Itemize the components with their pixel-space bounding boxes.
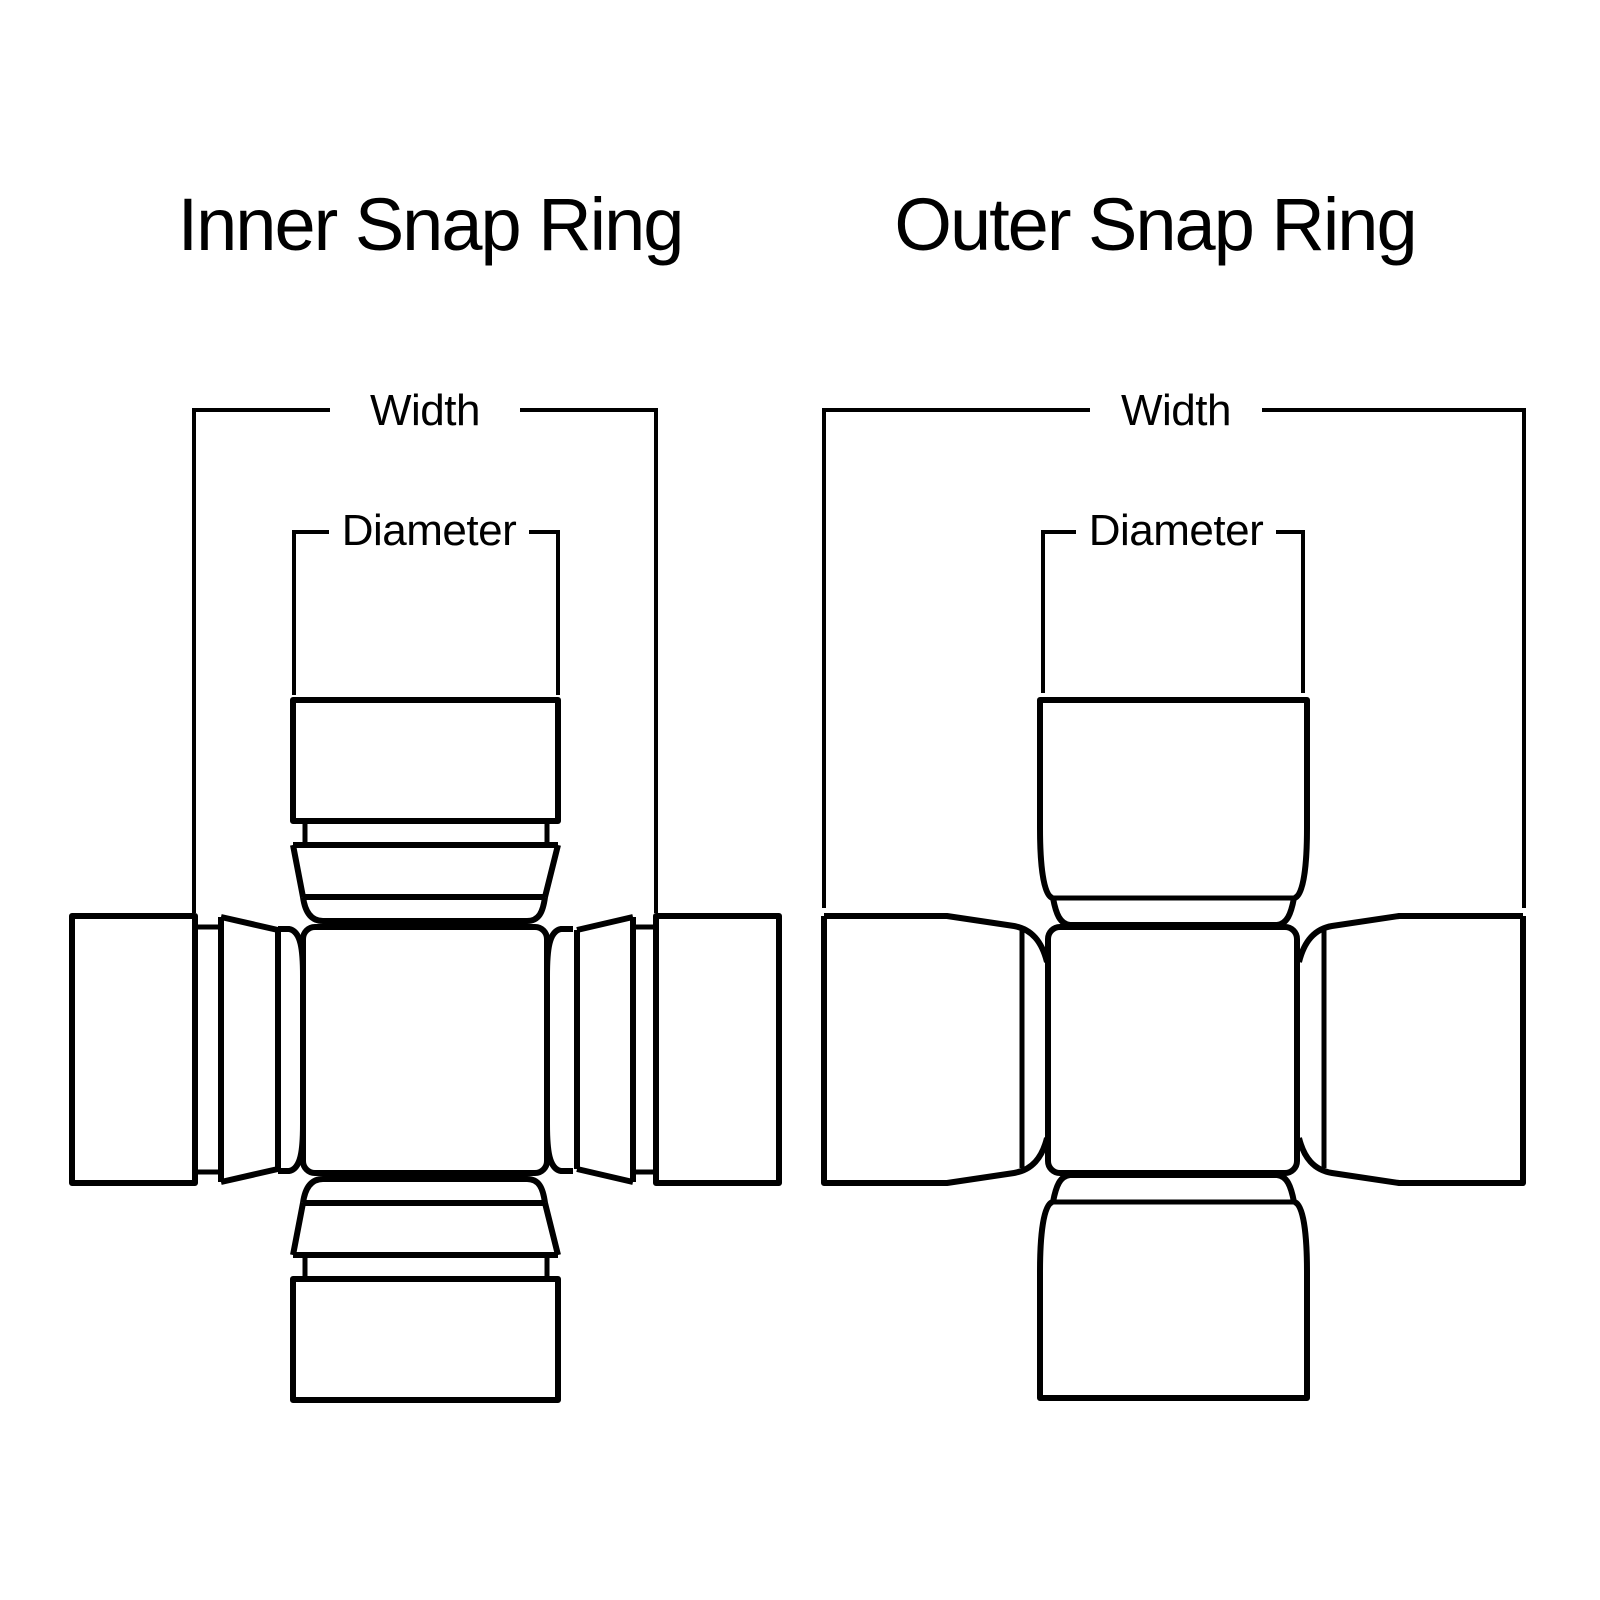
outer-cross-body xyxy=(1045,924,1300,1176)
outer-width-label: Width xyxy=(1121,386,1231,435)
inner-right-bearing-cap xyxy=(574,913,782,1186)
outer-diagram-title: Outer Snap Ring xyxy=(894,183,1415,266)
outer-left-bearing-cap xyxy=(821,913,1050,1186)
outer-bottom-cap-cup xyxy=(1050,1172,1297,1203)
outer-right-cap-top-edge xyxy=(1296,913,1523,963)
inner-bottom-cap-taper xyxy=(290,1200,561,1258)
outer-bottom-cap-body xyxy=(1037,1199,1310,1401)
outer-bottom-bearing-cap xyxy=(1037,1172,1310,1401)
inner-width-dimension-line-left xyxy=(192,408,330,913)
inner-left-cap-body xyxy=(69,913,198,1186)
inner-cross-body xyxy=(300,924,550,1176)
inner-diagram-title: Inner Snap Ring xyxy=(178,183,683,266)
inner-top-bearing-cap xyxy=(290,697,561,924)
inner-right-cap-body xyxy=(653,913,782,1186)
inner-width-label: Width xyxy=(370,386,480,435)
outer-left-cap-top-edge xyxy=(824,913,1050,963)
outer-width-dimension-line-left xyxy=(822,408,1090,908)
inner-right-cap-taper xyxy=(574,914,636,1185)
inner-width-dimension-line-right xyxy=(520,408,658,913)
inner-bottom-cap-cup xyxy=(300,1176,548,1204)
inner-top-cap-cup xyxy=(300,896,548,924)
inner-diameter-label: Diameter xyxy=(342,506,517,555)
inner-fillet-top-left xyxy=(278,926,306,977)
inner-top-cap-snap-ring-groove xyxy=(302,821,550,845)
outer-top-cap-cup xyxy=(1050,897,1297,928)
inner-bottom-cap-snap-ring-groove xyxy=(302,1255,550,1279)
inner-fillet-top-right xyxy=(544,926,573,977)
inner-bottom-bearing-cap xyxy=(290,1176,561,1403)
outer-snap-ring-diagram: Outer Snap Ring Width Diameter xyxy=(821,183,1526,1401)
outer-right-cap-outline xyxy=(1296,916,1526,1186)
inner-fillet-bottom-right xyxy=(544,1123,573,1174)
outer-diameter-dimension-line-right xyxy=(1276,530,1305,693)
inner-diameter-dimension-line-right xyxy=(529,530,560,695)
outer-right-bearing-cap xyxy=(1296,913,1526,1186)
inner-bottom-cap-body xyxy=(290,1276,561,1403)
inner-top-cap-taper xyxy=(290,842,561,900)
inner-diameter-dimension-line-left xyxy=(292,530,329,695)
outer-top-bearing-cap xyxy=(1037,697,1310,928)
inner-left-bearing-cap xyxy=(69,913,281,1186)
outer-diameter-label: Diameter xyxy=(1089,506,1264,555)
outer-left-cap-outline xyxy=(821,916,1050,1186)
inner-top-cap-body xyxy=(290,697,561,824)
outer-width-dimension-line-right xyxy=(1262,408,1526,908)
inner-fillet-bottom-left xyxy=(278,1123,306,1174)
inner-snap-ring-diagram: Inner Snap Ring Width Diameter xyxy=(69,183,782,1403)
inner-left-cap-snap-ring-groove xyxy=(197,924,221,1175)
outer-top-cap-body xyxy=(1037,697,1310,901)
inner-right-cap-snap-ring-groove xyxy=(633,924,656,1175)
inner-left-cap-taper xyxy=(218,914,281,1185)
outer-diameter-dimension-line-left xyxy=(1041,530,1076,693)
